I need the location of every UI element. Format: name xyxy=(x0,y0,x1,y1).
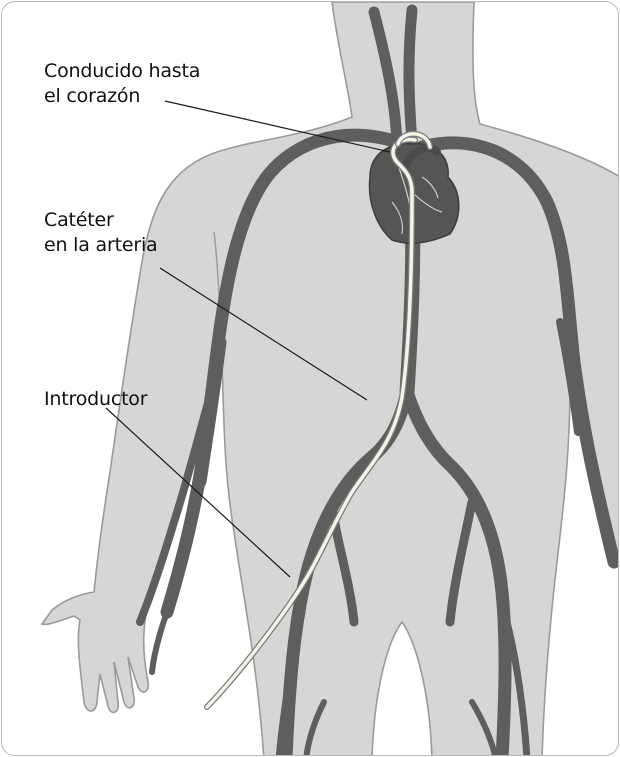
label-heart-line1: Conducido hasta xyxy=(44,59,200,83)
label-catheter-line2: en la arteria xyxy=(44,233,157,257)
body-silhouette xyxy=(42,2,619,756)
label-catheter-line1: Catéter xyxy=(44,208,114,232)
label-introducer: Introductor xyxy=(44,387,147,411)
body-outline xyxy=(42,2,619,756)
label-heart-line2: el corazón xyxy=(44,84,140,108)
